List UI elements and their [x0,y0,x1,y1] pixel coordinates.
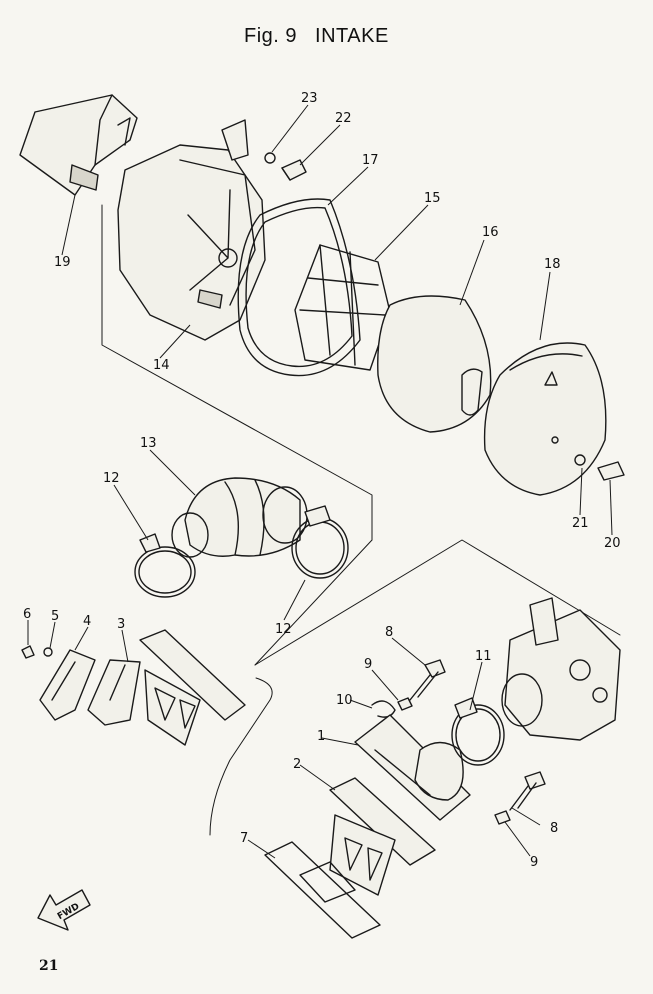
hose-clamp-left [134,533,196,598]
reed-gasket [264,841,381,939]
callout-9-lower: 9 [530,855,539,870]
callout-7: 7 [240,831,249,846]
callout-23: 23 [301,91,318,106]
reed-valve-slot [51,661,76,701]
hose-clamp-right [291,505,349,579]
case-gasket [237,198,361,377]
cable-clip [371,700,396,718]
callout-13: 13 [140,436,157,451]
filter-guide [294,244,391,371]
intake-duct [19,94,138,196]
callout-17: 17 [362,153,379,168]
carburetor [501,597,621,741]
reed-valve [39,649,96,721]
callout-20: 20 [604,536,621,551]
group-bracket-reed [209,677,273,836]
callout-16: 16 [482,225,499,240]
callout-18: 18 [544,257,561,272]
callout-22: 22 [335,111,352,126]
washer-9-lower [494,810,511,825]
group-bracket-hose [254,539,373,666]
callout-21: 21 [572,516,589,531]
reed-stopper [87,659,141,726]
group-bracket-carburetor [254,539,621,666]
washer-5 [43,647,53,657]
figure-title: Fig. 9 INTAKE [244,25,389,48]
callout-12-right: 12 [275,622,292,637]
reed-stopper-slot [109,664,126,701]
washer [264,152,276,164]
air-filter-case [117,119,266,341]
callout-1: 1 [317,729,326,744]
callout-8-upper: 8 [385,625,394,640]
callout-19: 19 [54,255,71,270]
screw-6 [21,645,35,659]
page-number: 21 [39,958,59,974]
intake-manifold [354,714,471,821]
callout-15: 15 [424,191,441,206]
callout-14: 14 [153,358,170,373]
callout-11: 11 [475,649,492,664]
air-filter-element [377,295,492,433]
bolt-8-upper [409,659,446,701]
reed-valve-block [139,629,246,746]
callout-8-lower: 8 [550,821,559,836]
callout-4: 4 [83,614,92,629]
washer-9-upper [397,697,413,711]
leader-lines [27,104,613,859]
figure-number: Fig. 9 [244,25,298,47]
callout-12-left: 12 [103,471,120,486]
bolt-8-lower [509,771,546,811]
callout-2: 2 [293,757,302,772]
case-gasket-inner [245,206,353,368]
callout-5: 5 [51,609,60,624]
forward-arrow-icon: FWD [37,889,91,931]
screw-20 [597,461,625,481]
callout-10: 10 [336,693,353,708]
group-bracket-airbox [101,204,373,541]
callout-6: 6 [23,607,32,622]
air-filter-joint [171,477,308,558]
callout-3: 3 [117,617,126,632]
air-filter-cap [483,342,607,496]
washer-21 [574,454,586,466]
figure-name: INTAKE [315,25,389,47]
callout-9-upper: 9 [364,657,373,672]
reed-valve-assembly [329,777,436,896]
